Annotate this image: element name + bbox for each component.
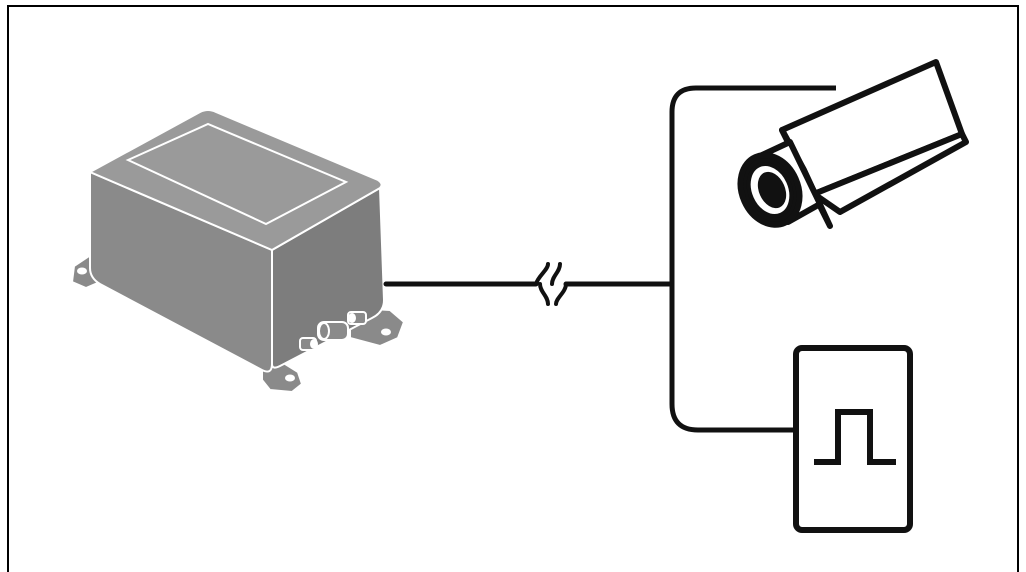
pulse-box <box>796 348 910 530</box>
box-connector-main <box>318 322 348 340</box>
box-connector-cable <box>348 312 366 324</box>
box-hole-front <box>381 329 391 336</box>
box-hole-left <box>77 268 87 275</box>
enclosure-box-icon <box>72 110 404 392</box>
box-connector-small <box>300 338 318 350</box>
cable-break-icon <box>536 264 566 304</box>
pulse-signal-icon <box>796 348 910 530</box>
box-hole-right <box>285 375 295 382</box>
